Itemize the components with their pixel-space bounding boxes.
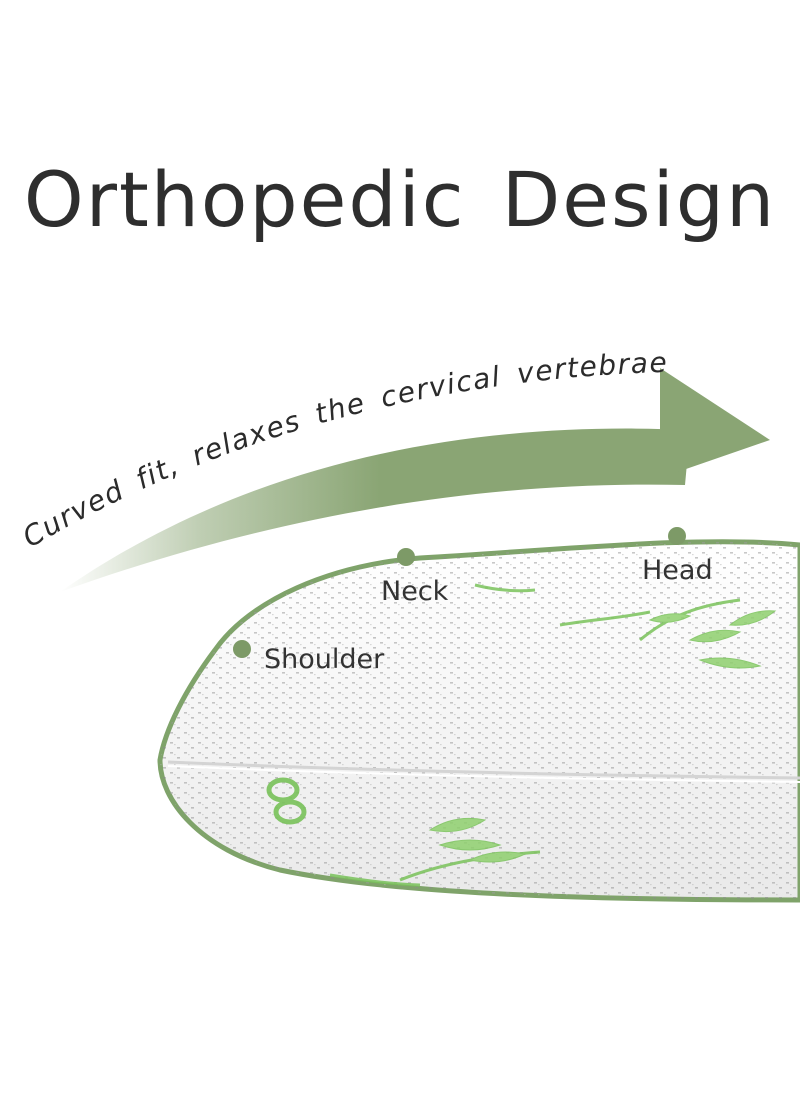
head-dot [668, 527, 686, 545]
page-title: Orthopedic Design [23, 155, 777, 244]
curved-arrow-icon [60, 368, 770, 592]
bamboo-leaf-icon [329, 817, 541, 887]
shoulder-label: Shoulder [264, 644, 385, 675]
neck-dot [397, 548, 415, 566]
head-label: Head [642, 555, 713, 586]
bamboo-leaf-icon [474, 583, 777, 669]
neck-label: Neck [381, 576, 449, 607]
pillow-image [157, 539, 800, 903]
shoulder-dot [233, 640, 251, 658]
